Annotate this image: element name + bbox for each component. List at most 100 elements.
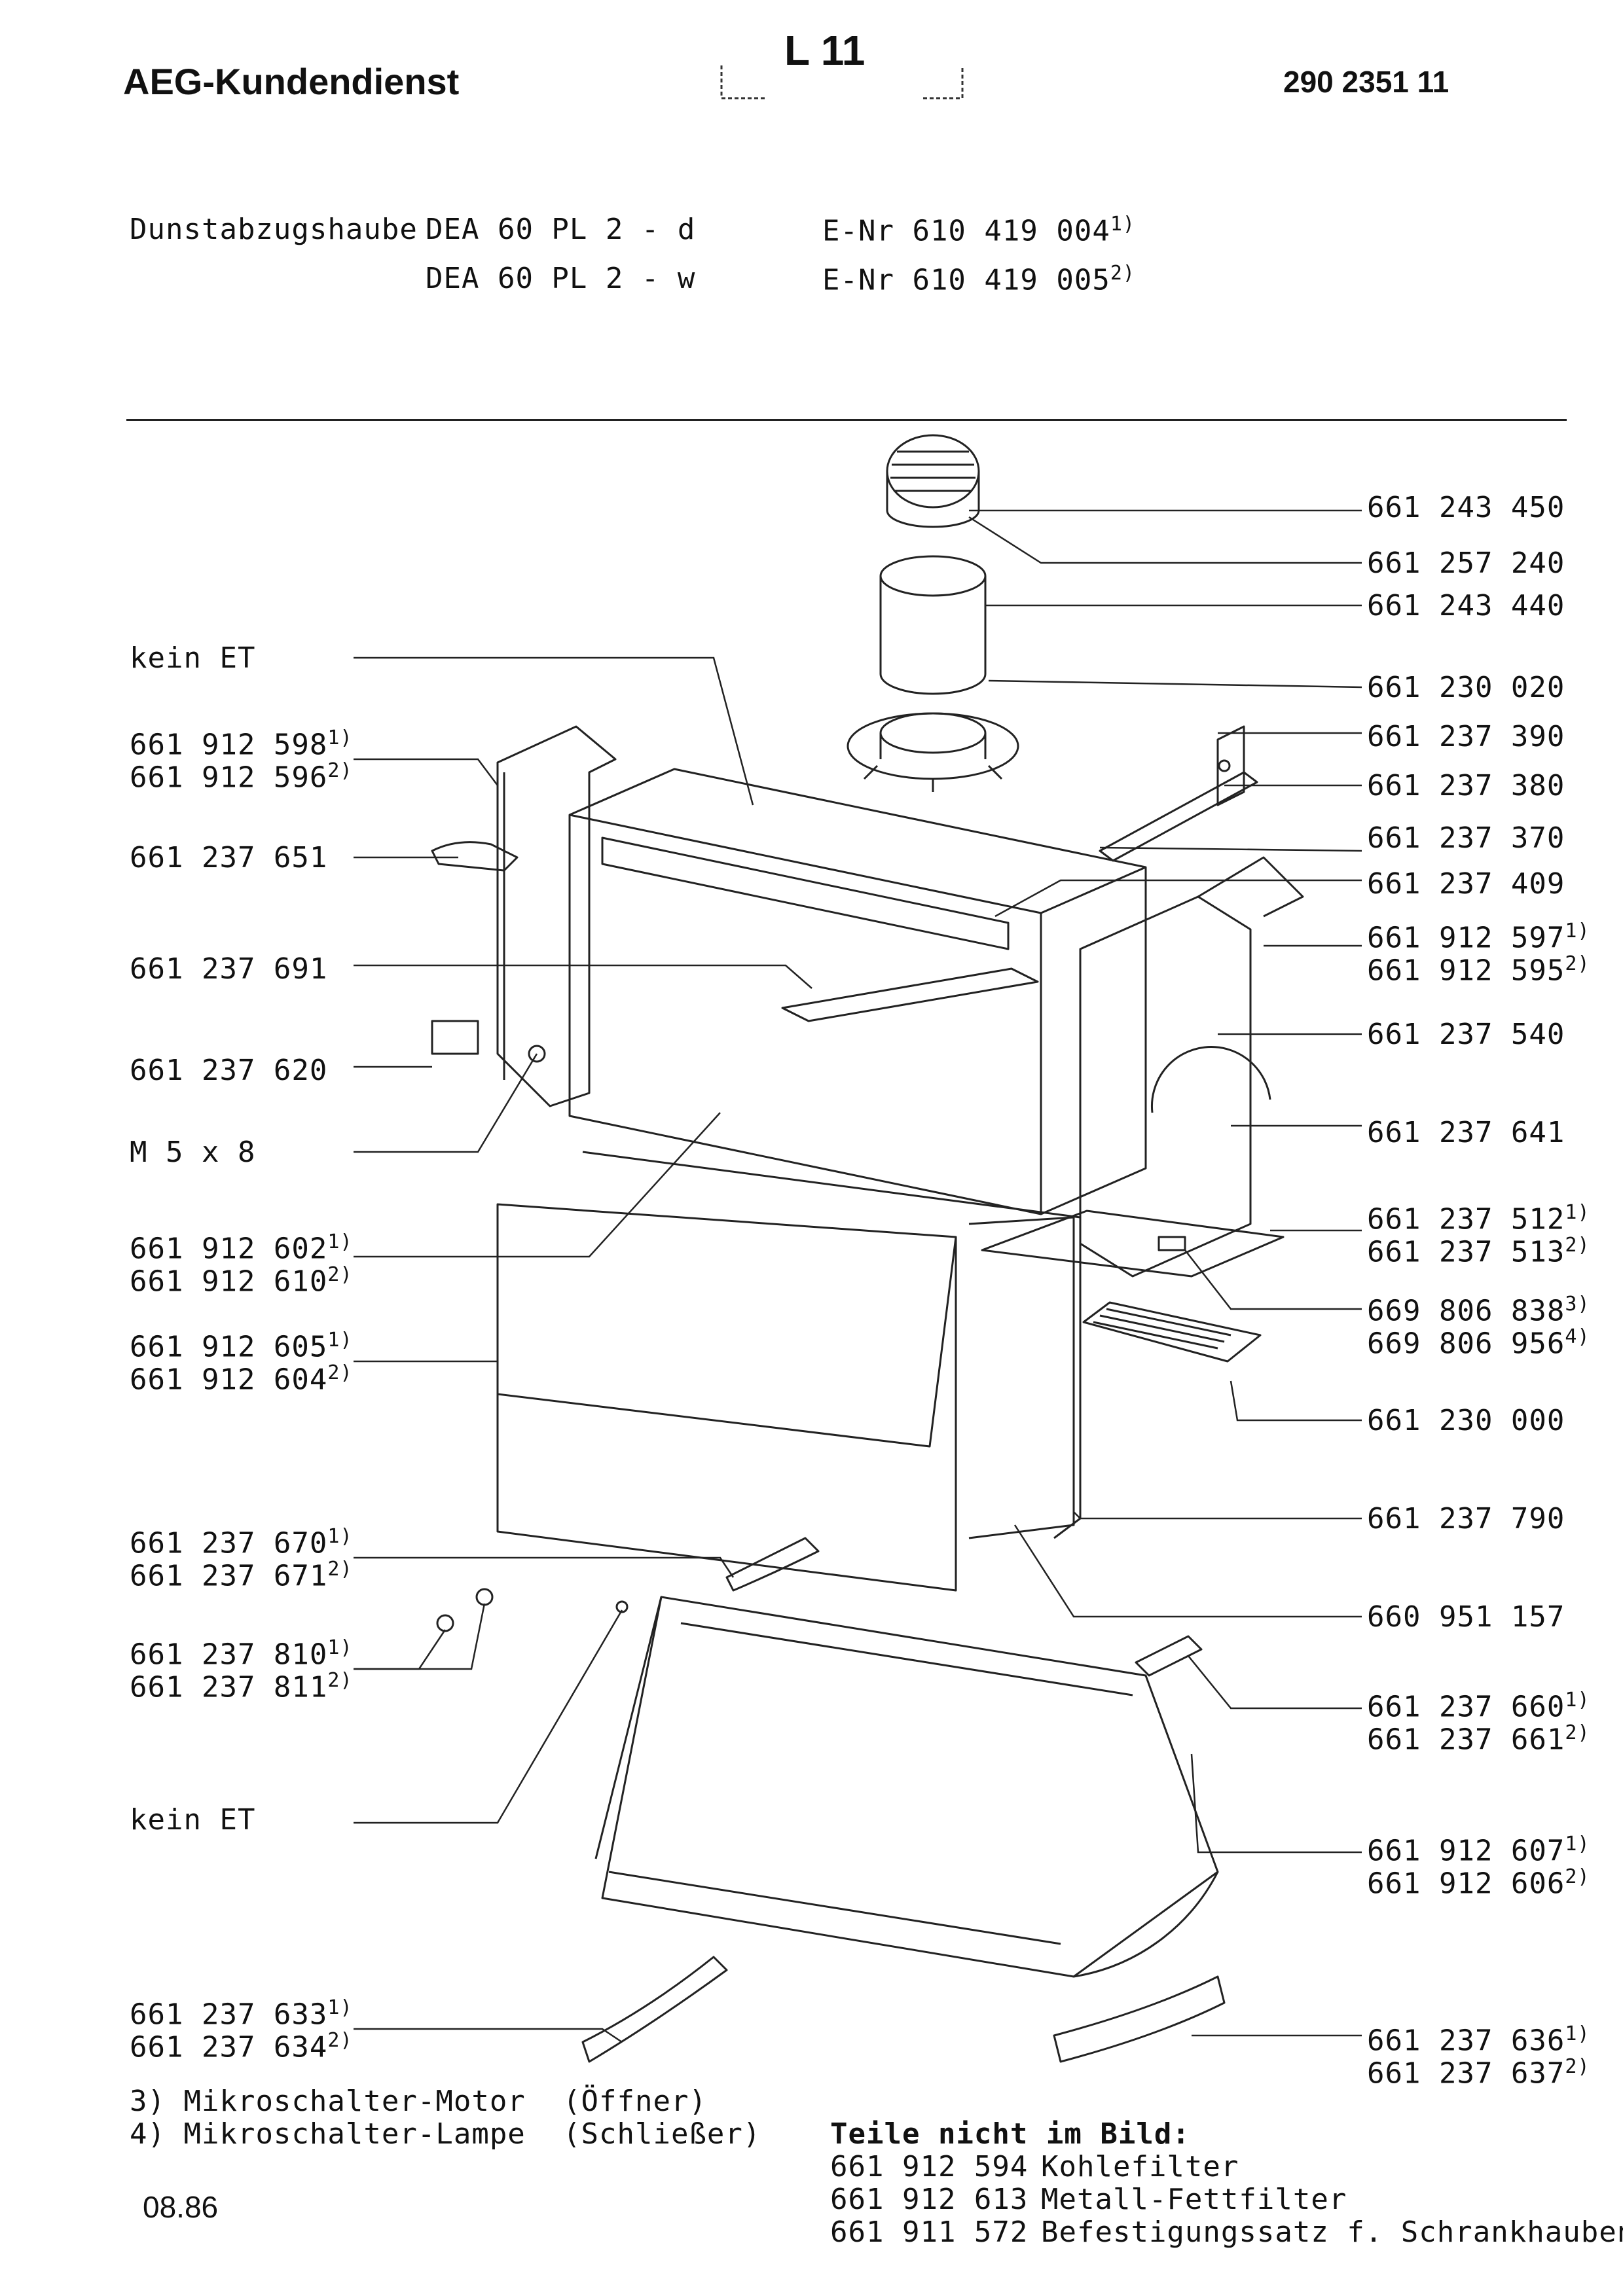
- label-text: 661 243 440: [1367, 589, 1565, 622]
- brand-title: AEG-Kundendienst: [123, 61, 460, 102]
- label-right-661912595: 661 912 5952): [1367, 952, 1590, 988]
- label-text: 661 912 604: [130, 1363, 328, 1397]
- header-rule: [126, 419, 1567, 421]
- label-note: 1): [327, 1230, 353, 1253]
- label-right-661912606: 661 912 6062): [1367, 1865, 1590, 1901]
- label-right-661257240: 661 257 240: [1367, 547, 1565, 580]
- label-text: 660 951 157: [1367, 1600, 1565, 1634]
- label-note: 2): [1565, 2055, 1590, 2078]
- not-shown-part-2: 661 912 613: [830, 2183, 1029, 2216]
- label-text: 661 237 670: [130, 1526, 328, 1560]
- footnote-num: 4): [130, 2117, 166, 2151]
- label-note: 1): [327, 1996, 353, 2019]
- label-note: 1): [327, 726, 353, 749]
- label-text: 661 237 691: [130, 952, 328, 986]
- label-text: 661 912 597: [1367, 921, 1565, 955]
- label-left-kein-et-1: kein ET: [130, 641, 255, 675]
- canopy-drawing: [594, 1596, 1219, 1978]
- not-shown-desc-1: Kohlefilter: [1041, 2150, 1239, 2183]
- label-note: 2): [1565, 952, 1590, 975]
- label-text: 661 237 790: [1367, 1502, 1565, 1535]
- label-text: 661 230 000: [1367, 1404, 1565, 1437]
- label-text: 661 243 450: [1367, 491, 1565, 524]
- label-text: 661 912 598: [130, 728, 328, 762]
- document-number: 290 2351 11: [1283, 65, 1450, 99]
- label-right-669806838: 669 806 8383): [1367, 1293, 1590, 1328]
- footnote-text: Mikroschalter-Motor: [183, 2085, 526, 2118]
- not-shown-part-1: 661 912 594: [830, 2150, 1029, 2183]
- frame-drawing: [582, 1151, 1082, 1539]
- label-text: 661 237 409: [1367, 867, 1565, 901]
- not-shown-part-3: 661 911 572: [830, 2215, 1029, 2249]
- front-panel-drawing: [496, 1203, 957, 1592]
- model-2: DEA 60 PL 2 - w: [426, 262, 696, 295]
- bracket-drawing: [1099, 725, 1258, 862]
- label-text: 661 237 671: [130, 1559, 328, 1593]
- footnote-3: 3) Mikroschalter-Motor: [130, 2085, 526, 2118]
- label-text: 669 806 838: [1367, 1294, 1565, 1328]
- enr-1-text: E-Nr 610 419 004: [822, 214, 1110, 248]
- switch-plate-drawing: [981, 1210, 1285, 1278]
- label-right-661237380: 661 237 380: [1367, 769, 1565, 802]
- label-right-661237370: 661 237 370: [1367, 821, 1565, 855]
- enr-2-note: 2): [1110, 262, 1135, 285]
- sheet-code: L 11: [784, 27, 866, 74]
- label-text: 661 237 637: [1367, 2056, 1565, 2090]
- duct-flange-drawing: [847, 712, 1019, 792]
- label-right-669806956: 669 806 9564): [1367, 1325, 1590, 1361]
- label-note: 1): [1565, 2022, 1590, 2045]
- label-right-661237637: 661 237 6372): [1367, 2055, 1590, 2090]
- footnote-num: 3): [130, 2085, 166, 2118]
- label-right-660951157: 660 951 157: [1367, 1600, 1565, 1634]
- label-right-661912607: 661 912 6071): [1367, 1833, 1590, 1868]
- label-note: 3): [1565, 1293, 1590, 1316]
- label-text: kein ET: [130, 641, 256, 675]
- label-note: 2): [327, 1361, 353, 1384]
- leader-lines: [354, 509, 1362, 2043]
- label-note: 1): [1565, 920, 1590, 942]
- label-text: 661 912 610: [130, 1265, 328, 1299]
- label-text: 661 912 605: [130, 1330, 328, 1364]
- label-text: 661 230 020: [1367, 671, 1565, 704]
- product-name: Dunstabzugshaube: [130, 213, 418, 246]
- label-note: 1): [327, 1636, 353, 1659]
- label-note: 1): [327, 1525, 353, 1548]
- small-parts-drawing: [431, 841, 1226, 2063]
- label-text: 661 237 370: [1367, 821, 1565, 855]
- label-left-661237634: 661 237 6342): [130, 2029, 353, 2064]
- label-text: M 5 x 8: [130, 1136, 256, 1169]
- not-shown-desc-2: Metall-Fettfilter: [1041, 2183, 1347, 2216]
- label-note: 2): [327, 759, 353, 782]
- label-right-661243440: 661 243 440: [1367, 589, 1565, 622]
- label-note: 4): [1565, 1325, 1590, 1348]
- label-text: 661 237 633: [130, 1998, 328, 2032]
- label-right-661237409: 661 237 409: [1367, 867, 1565, 901]
- document-date: 08.86: [143, 2190, 219, 2224]
- label-left-m5x8: M 5 x 8: [130, 1136, 255, 1169]
- label-note: 2): [327, 1669, 353, 1692]
- label-text: 661 237 540: [1367, 1018, 1565, 1051]
- label-text: 661 237 390: [1367, 720, 1565, 753]
- label-text: 661 237 513: [1367, 1235, 1565, 1269]
- left-side-panel-drawing: [496, 725, 617, 1107]
- label-left-661237811: 661 237 8112): [130, 1669, 353, 1704]
- footnote-text: Mikroschalter-Lampe: [183, 2117, 526, 2151]
- label-text: kein ET: [130, 1803, 256, 1837]
- label-left-661912605: 661 912 6051): [130, 1329, 353, 1364]
- enr-1-note: 1): [1110, 213, 1135, 236]
- model-1: DEA 60 PL 2 - d: [426, 213, 696, 246]
- label-text: 661 237 620: [130, 1054, 328, 1087]
- label-note: 1): [1565, 1833, 1590, 1856]
- label-note: 2): [327, 2029, 353, 2052]
- label-text: 661 912 595: [1367, 954, 1565, 988]
- label-note: 1): [1565, 1201, 1590, 1224]
- label-text: 661 237 661: [1367, 1723, 1565, 1757]
- label-left-661237670: 661 237 6701): [130, 1525, 353, 1560]
- duct-cap-drawing: [886, 434, 980, 528]
- not-shown-desc-3: Befestigungssatz f. Schrankhauben: [1041, 2215, 1623, 2249]
- label-text: 661 237 660: [1367, 1690, 1565, 1724]
- label-right-661230000: 661 230 000: [1367, 1404, 1565, 1437]
- label-text: 661 237 641: [1367, 1116, 1565, 1149]
- label-right-661912597: 661 912 5971): [1367, 920, 1590, 955]
- label-right-661237390: 661 237 390: [1367, 720, 1565, 753]
